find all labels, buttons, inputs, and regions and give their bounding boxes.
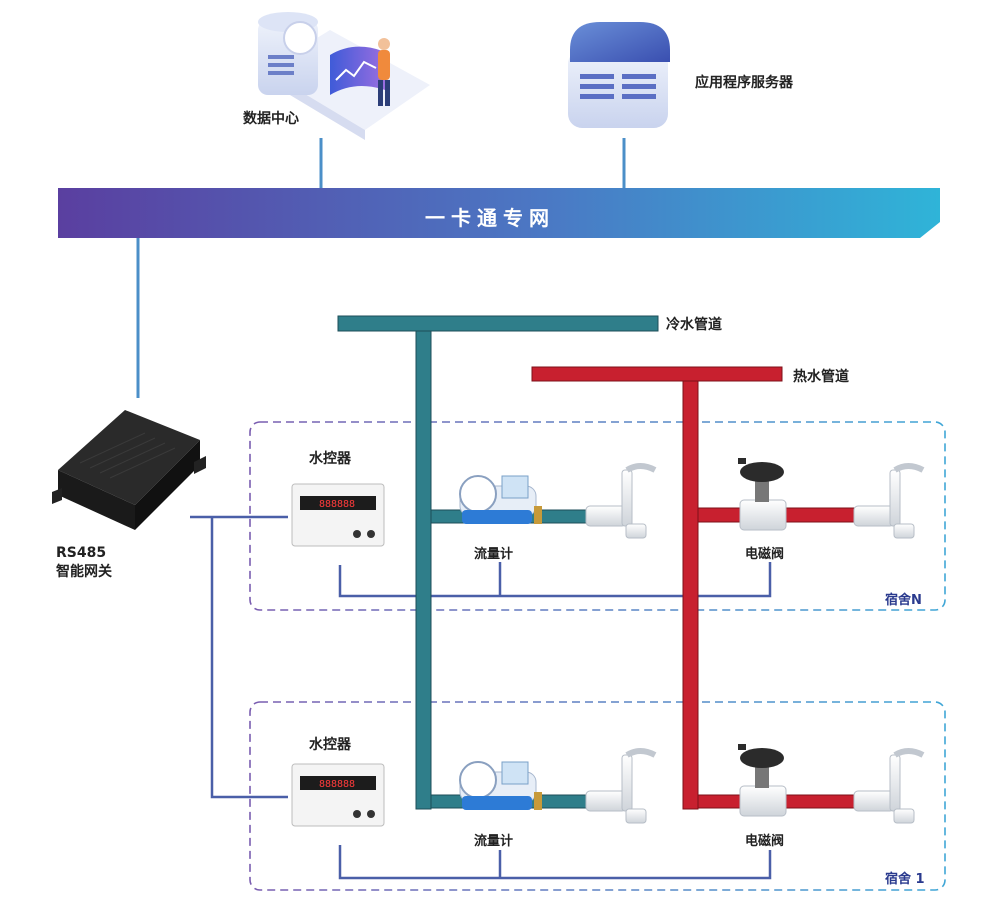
app-server-label: 应用程序服务器 — [695, 75, 793, 91]
dorm-n-controller-icon: 888888 — [291, 483, 385, 547]
app-server-icon — [568, 22, 670, 128]
dorm-n-flow-meter-label: 流量计 — [474, 547, 514, 562]
dorm-1-cold-faucet-icon — [585, 748, 657, 824]
dorm-1-controller-icon: 888888 — [291, 763, 385, 827]
gateway-label-line1: RS485 — [56, 545, 107, 561]
network-bus — [58, 188, 940, 238]
gateway-to-dorm-1 — [210, 517, 288, 799]
dorm-1-tag: 宿舍 1 — [885, 872, 925, 887]
cold-water-pipe — [337, 315, 659, 810]
dorm-n-controller-label: 水控器 — [309, 451, 351, 467]
cold-pipe-label: 冷水管道 — [666, 317, 722, 333]
gateway-label-line2: 智能网关 — [56, 564, 112, 580]
gateway-label: RS485 智能网关 — [56, 544, 112, 582]
dorm-n-valve-label: 电磁阀 — [745, 547, 785, 562]
data-center-icon — [258, 12, 430, 140]
dorm-n-solenoid-valve-icon — [738, 458, 787, 531]
bus-connectors — [136, 138, 626, 398]
gateway-device-icon — [52, 410, 206, 530]
dorm-n-cold-faucet-icon — [585, 463, 657, 539]
dorm-n-hot-faucet-icon — [853, 463, 925, 539]
signal-lines — [190, 515, 772, 880]
network-bus-label: 一卡通专网 — [425, 206, 555, 230]
dorm-1-hot-faucet-icon — [853, 748, 925, 824]
dorm-1-flow-meter-icon — [459, 761, 542, 810]
hot-water-pipe — [531, 366, 855, 810]
dorm-1-controller-label: 水控器 — [309, 737, 351, 753]
dorm-1-box — [249, 701, 946, 891]
dorm-n-flow-meter-icon — [459, 475, 542, 524]
dorm-1-solenoid-valve-icon — [738, 744, 787, 817]
data-center-label: 数据中心 — [243, 111, 299, 127]
dorm-n-control-bus — [338, 562, 772, 598]
dorm-n-tag: 宿舍N — [885, 593, 922, 608]
dorm-1-valve-label: 电磁阀 — [745, 834, 785, 849]
dorm-1-display-text: 888888 — [319, 779, 355, 790]
dorm-n-display-text: 888888 — [319, 499, 355, 510]
dorm-n-box — [249, 421, 946, 611]
dorm-1-flow-meter-label: 流量计 — [474, 834, 514, 849]
hot-pipe-label: 热水管道 — [793, 369, 849, 385]
dorm-1-control-bus — [338, 845, 772, 880]
